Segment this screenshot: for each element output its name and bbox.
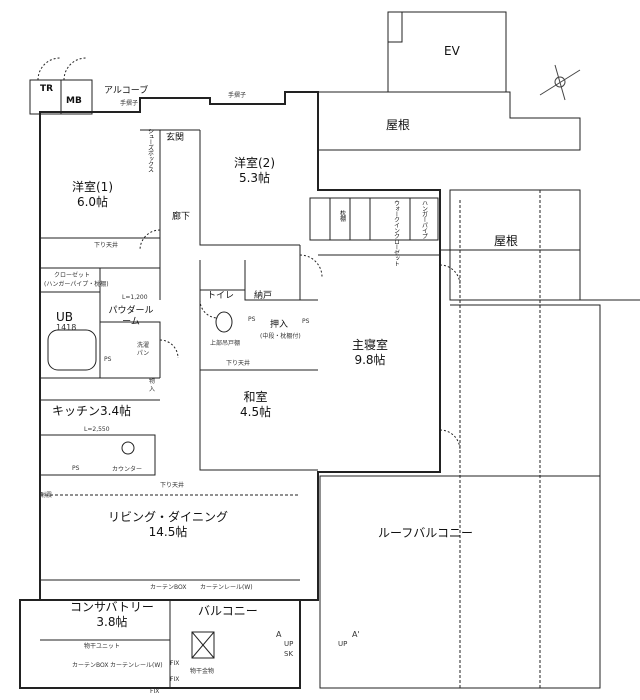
washitsu-name: 和室	[243, 390, 268, 404]
ann-tesuri2: 手摺子	[120, 100, 139, 107]
label-corridor: 廊下	[172, 212, 191, 222]
label-wash: 洗濯パン	[136, 342, 150, 357]
ann-ps3: PS	[248, 316, 256, 323]
label-washitsu: 和室 4.5帖	[240, 390, 271, 420]
living-name: リビング・ダイニング	[108, 510, 229, 524]
label-alcove: アルコーブ	[104, 86, 149, 96]
western2-area: 5.3帖	[238, 171, 271, 185]
label-shelf: 枕棚	[338, 210, 346, 221]
label-ub: UB	[56, 310, 74, 324]
label-western2: 洋室(2) 5.3帖	[234, 156, 275, 186]
ann-fix3: FIX	[150, 688, 160, 695]
ann-fix2: FIX	[170, 676, 180, 683]
label-kitchen: キッチン3.4帖	[52, 404, 132, 418]
ann-curtain2: カーテンレール(W)	[200, 584, 253, 591]
label-oshiire-sub: (中段・枕棚付)	[260, 333, 301, 340]
ann-fix1: FIX	[170, 660, 180, 667]
label-toilet: トイレ	[207, 291, 235, 301]
western2-name: 洋室(2)	[234, 156, 275, 170]
label-closet: クローゼット	[54, 272, 91, 279]
ann-ps2: PS	[72, 465, 80, 472]
unit-outline	[19, 91, 441, 689]
label-conservatory: コンサバトリー 3.8帖	[70, 600, 154, 630]
label-tr: TR	[40, 84, 54, 94]
ann-l1200: L=1,200	[122, 294, 148, 301]
label-living: リビング・ダイニング 14.5帖	[108, 510, 228, 540]
ann-tesuri: 手摺子	[228, 92, 247, 99]
ann-up2: UP	[338, 640, 348, 648]
label-entrance: 玄関	[166, 133, 185, 143]
label-stock: 物入	[148, 378, 155, 393]
label-storage: 納戸	[254, 291, 273, 301]
ann-curtain1: カーテンBOX	[150, 584, 187, 591]
ann-ps1: PS	[104, 356, 112, 363]
label-ev: EV	[444, 44, 460, 58]
ann-up1: UP	[284, 640, 294, 648]
conservatory-name: コンサバトリー	[70, 600, 154, 614]
label-closet-sub: (ハンガーパイプ・枕棚)	[44, 281, 109, 288]
western1-area: 6.0帖	[76, 195, 109, 209]
ann-a: A	[276, 630, 282, 639]
label-walkin: ウォークインクローゼット	[392, 200, 400, 266]
label-powder: パウダールーム	[108, 306, 154, 328]
conservatory-area: 3.8帖	[96, 615, 128, 629]
label-shoes-box: シューズボックス	[146, 128, 154, 172]
label-roof1: 屋根	[386, 118, 411, 132]
ann-sagari3: 下り天井	[160, 482, 185, 489]
master-area: 9.8帖	[354, 353, 386, 367]
label-balcony: バルコニー	[198, 604, 258, 618]
roof-upper-outline	[317, 91, 581, 151]
ann-curtain4: カーテンレール(W)	[110, 662, 163, 669]
compass-icon	[539, 64, 581, 101]
label-counter: カウンター	[112, 466, 143, 473]
ann-sagari2: 下り天井	[226, 360, 251, 367]
label-roof2: 屋根	[494, 234, 519, 248]
ann-a-prime: A'	[352, 630, 360, 639]
label-dry-hardware: 物干金物	[190, 668, 215, 675]
label-roof-balcony: ルーフバルコニー	[378, 526, 474, 540]
label-dry-unit: 物干ユニット	[84, 643, 121, 650]
ann-l2550: L=2,550	[84, 426, 110, 433]
living-area: 14.5帖	[148, 525, 188, 539]
label-ub-size: 1418	[56, 323, 77, 332]
ann-ps4: PS	[302, 318, 310, 325]
ann-kaidan: 耐震	[40, 492, 53, 499]
ann-curtain3: カーテンBOX	[72, 662, 109, 669]
label-mb: MB	[66, 96, 82, 106]
ann-ceiling: 上部吊戸棚	[210, 340, 241, 347]
label-western1: 洋室(1) 6.0帖	[72, 180, 113, 210]
wall-western2	[199, 130, 300, 246]
ann-sagari1: 下り天井	[94, 242, 119, 249]
label-master: 主寝室 9.8帖	[352, 338, 388, 368]
label-oshiire: 押入	[270, 320, 289, 330]
washitsu-area: 4.5帖	[240, 405, 272, 419]
label-hanger-pipe: ハンガーパイプ	[420, 200, 428, 239]
master-name: 主寝室	[352, 338, 389, 352]
ann-sk: SK	[284, 650, 294, 658]
western1-name: 洋室(1)	[72, 180, 113, 194]
